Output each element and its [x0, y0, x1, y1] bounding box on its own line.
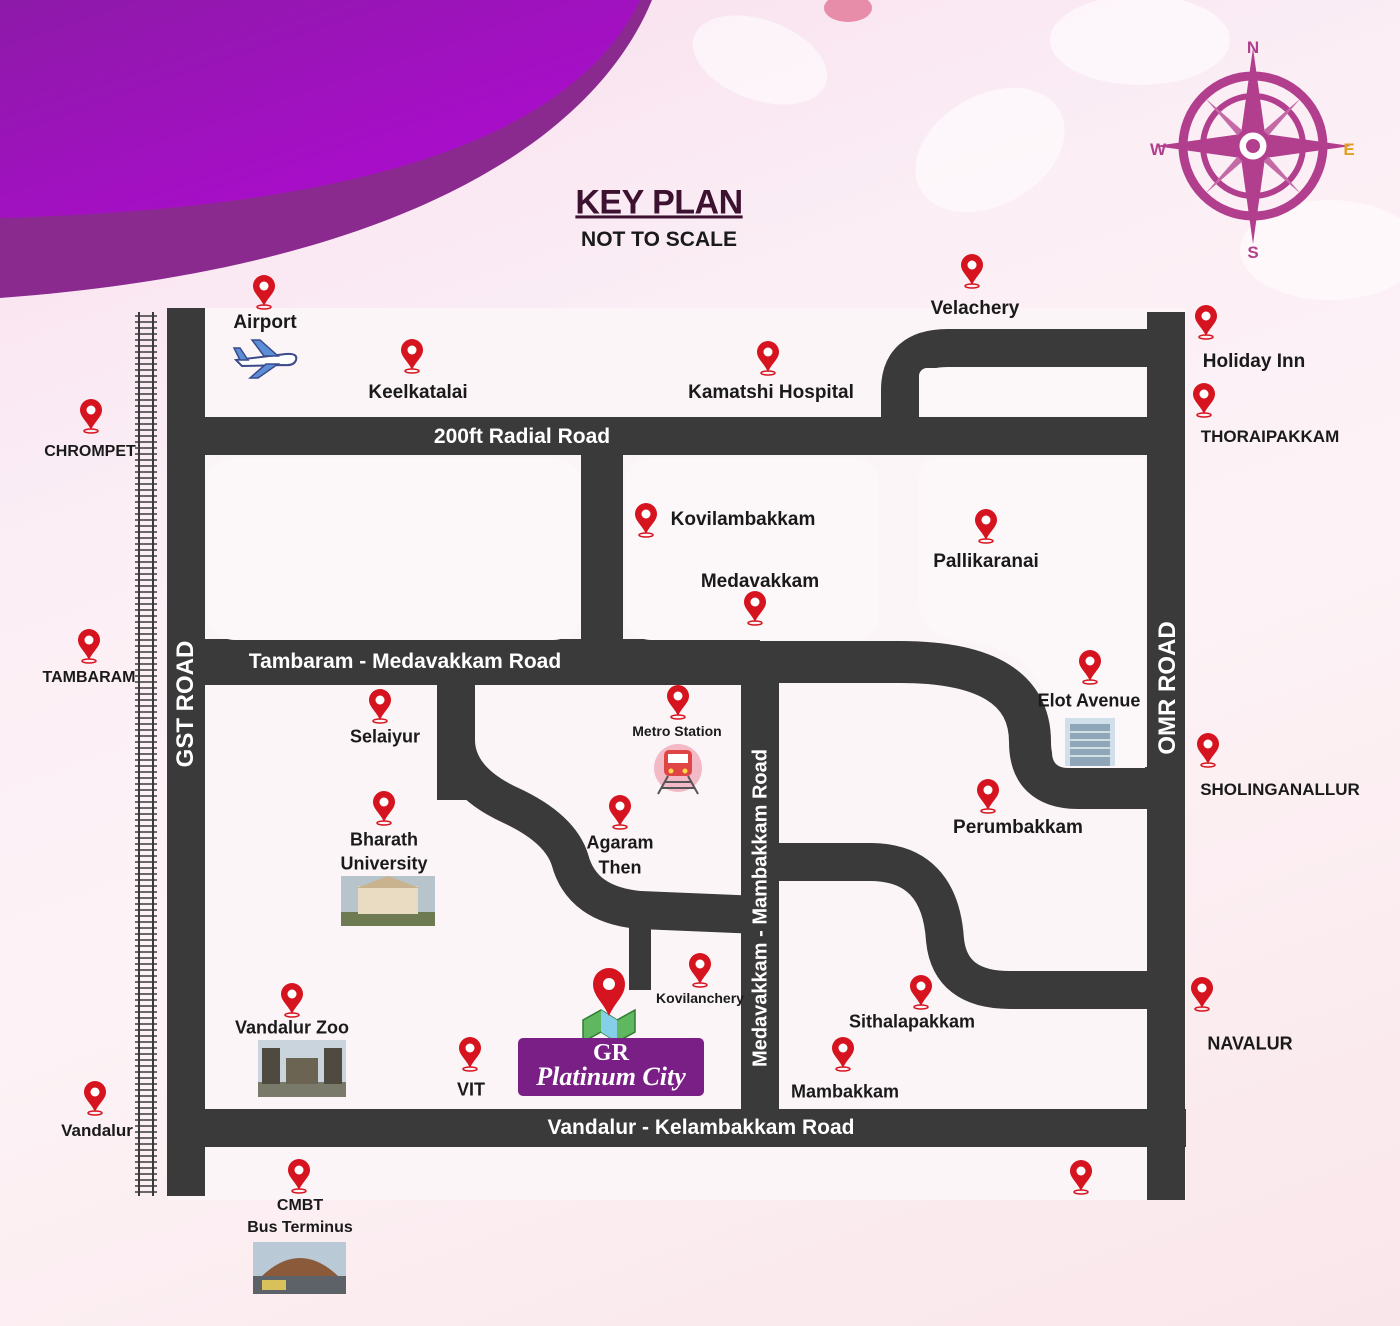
velachery-label: Velachery: [930, 298, 1020, 320]
compass-n: N: [1246, 38, 1260, 58]
perumbakkam-road: [760, 843, 1166, 1009]
location-pin-icon-vandalur: [84, 1081, 106, 1116]
location-pin-icon-kovilambakkam: [635, 503, 657, 538]
location-pin-icon-holiday-inn: [1195, 305, 1217, 340]
location-pin-icon-extra-east: [1070, 1160, 1092, 1195]
location-pin-icon-velachery: [961, 254, 983, 289]
vandalur-kelambakkam-road-label: Vandalur - Kelambakkam Road: [547, 1115, 855, 1139]
airplane-icon: [232, 339, 298, 379]
vandalur-label: Vandalur: [61, 1121, 133, 1141]
project-pin-icon: [593, 968, 625, 1016]
agaram-then-label-1: Agaram: [586, 832, 654, 853]
project-box: [518, 1038, 704, 1096]
pallikaranai-label: Pallikaranai: [933, 551, 1039, 573]
perumbakkam-label: Perumbakkam: [953, 817, 1083, 839]
location-pin-icon-sithalapakkam: [910, 975, 932, 1010]
bharath-university-label-2: University: [340, 853, 428, 874]
sholinganallur-label: SHOLINGANALLUR: [1200, 780, 1360, 800]
tambaram-medavakkam-road-label: Tambaram - Medavakkam Road: [248, 649, 562, 673]
medavakkam-label: Medavakkam: [700, 571, 820, 593]
mambakkam-label: Mambakkam: [790, 1081, 900, 1102]
compass-e: E: [1343, 140, 1355, 160]
location-pin-icon-kovilanchery: [689, 953, 711, 988]
location-pin-icon-tambaram: [78, 629, 100, 664]
location-pin-icon-cmbt: [288, 1159, 310, 1194]
key-plan-title: KEY PLAN: [575, 183, 743, 222]
metro-station-label: Metro Station: [632, 722, 722, 739]
location-pin-icon-perumbakkam: [977, 779, 999, 814]
airport-label: Airport: [233, 312, 297, 334]
vandalur-zoo-photo: [258, 1040, 346, 1097]
sithalapakkam-label: Sithalapakkam: [848, 1011, 976, 1032]
velachery-road: [881, 329, 1166, 436]
location-pin-icon-pallikaranai: [975, 509, 997, 544]
selaiyur-label: Selaiyur: [349, 726, 421, 747]
kovilanchery-label: Kovilanchery: [656, 989, 744, 1006]
location-pin-icon-navalur: [1191, 977, 1213, 1012]
location-pin-icon-vandalur-zoo: [281, 983, 303, 1018]
location-pin-icon-keelkatalai: [401, 339, 423, 374]
location-pin-icon-mambakkam: [832, 1037, 854, 1072]
location-pin-icon-vit: [459, 1037, 481, 1072]
blocks: [207, 368, 1145, 768]
kovilambakkam-label: Kovilambakkam: [670, 509, 816, 531]
location-pin-icon-chrompet: [80, 399, 102, 434]
not-to-scale-subtitle: NOT TO SCALE: [581, 227, 737, 251]
location-pin-icon-bharath: [373, 791, 395, 826]
metro-train-icon: [654, 744, 702, 795]
omr-road-label: OMR ROAD: [1154, 621, 1182, 755]
tambaram-label: TAMBARAM: [42, 668, 136, 686]
location-pin-icon-medavakkam: [744, 591, 766, 626]
purple-swoosh-inner: [0, 0, 640, 218]
keelkatalai-label: Keelkatalai: [368, 382, 468, 404]
bharath-university-photo: [341, 876, 435, 926]
chrompet-label: CHROMPET: [44, 442, 136, 460]
agaram-curve-road: [437, 738, 761, 934]
cmbt-label-2: Bus Terminus: [247, 1218, 353, 1236]
location-pin-icon-kamatshi: [757, 341, 779, 376]
cmbt-label-1: CMBT: [276, 1196, 324, 1214]
project-name-line1: GR: [593, 1040, 629, 1067]
holiday-inn-label: Holiday Inn: [1202, 351, 1306, 373]
cmbt-photo: [253, 1242, 346, 1294]
radial-road-label: 200ft Radial Road: [433, 424, 611, 448]
location-pin-icon-agaram: [609, 795, 631, 830]
elot-avenue-photo: [1065, 718, 1115, 766]
navalur-label: NAVALUR: [1207, 1033, 1293, 1054]
thoraipakkam-label: THORAIPAKKAM: [1200, 427, 1340, 447]
roads: [167, 308, 1186, 1200]
compass-s: S: [1247, 243, 1259, 263]
agaram-then-label-2: Then: [598, 857, 642, 878]
location-pin-icon-airport: [253, 275, 275, 310]
location-pin-icon-thoraipakkam: [1193, 383, 1215, 418]
vandalur-zoo-label: Vandalur Zoo: [234, 1017, 350, 1038]
location-pin-icon-sholinganallur: [1197, 733, 1219, 768]
elot-avenue-label: Elot Avenue: [1037, 690, 1141, 711]
location-pin-icon-elot: [1079, 650, 1101, 685]
flower-decoration: [692, 0, 1400, 300]
location-pin-icon-selaiyur: [369, 689, 391, 724]
bharath-university-label-1: Bharath: [349, 829, 419, 850]
medavakkam-mambakkam-road-label: Medavakkam - Mambakkam Road: [749, 749, 772, 1067]
location-pin-icon-metro: [667, 685, 689, 720]
pallikaranai-road: [602, 641, 1166, 809]
project-name-line2: Platinum City: [536, 1062, 686, 1092]
compass-w: W: [1149, 140, 1167, 160]
kamatshi-hospital-label: Kamatshi Hospital: [688, 382, 854, 404]
compass-icon: [1155, 48, 1351, 244]
vit-label: VIT: [456, 1079, 486, 1100]
gst-road-label: GST ROAD: [172, 640, 200, 768]
